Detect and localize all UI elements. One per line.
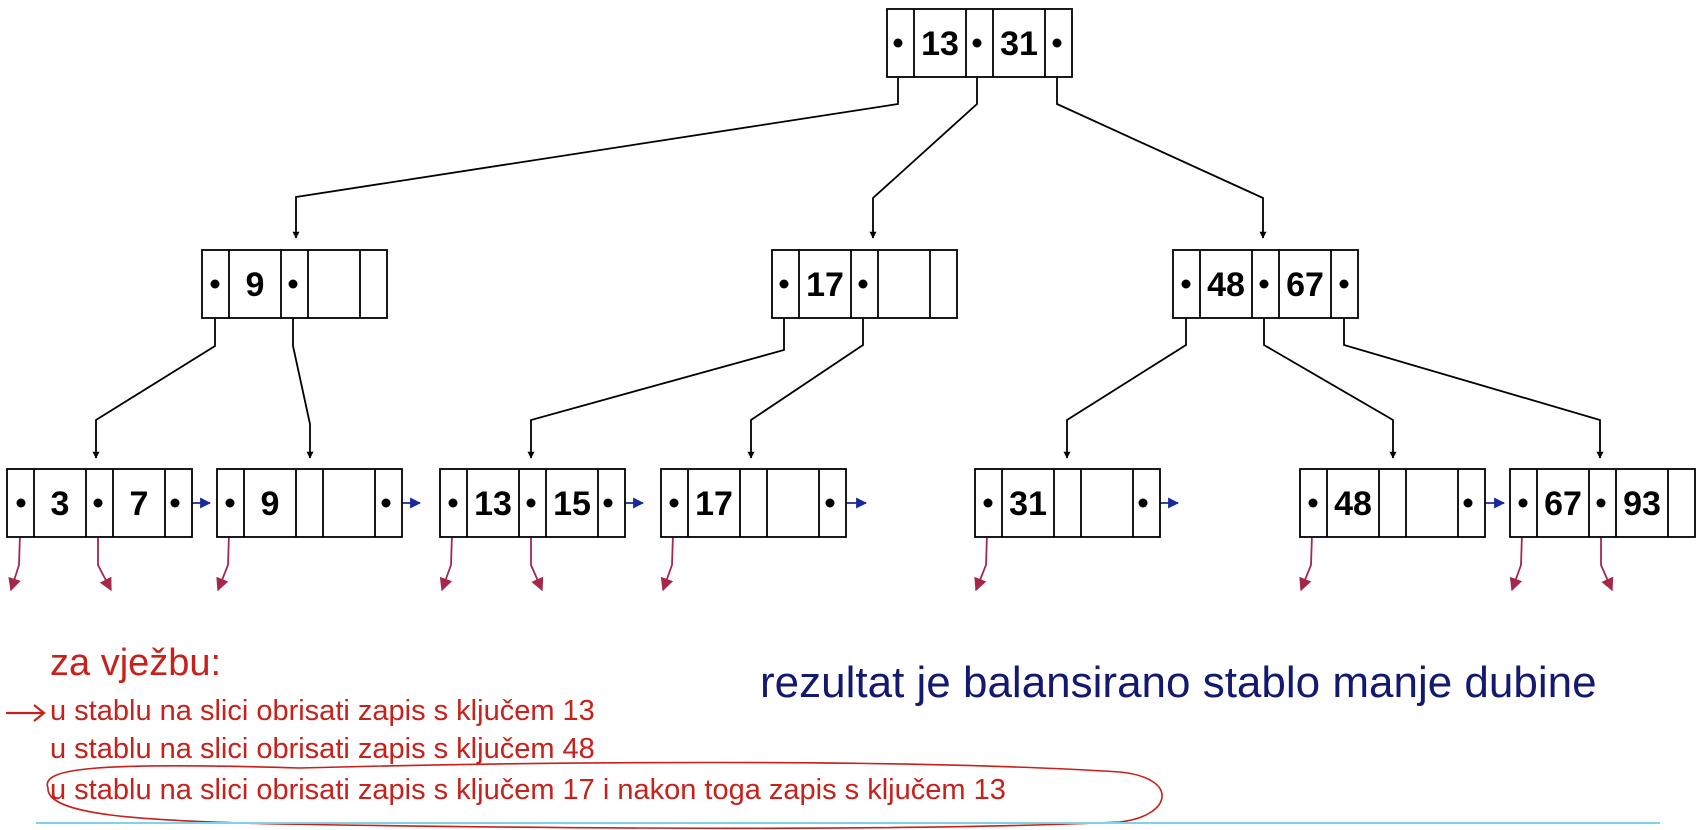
edge-root-inner-3: [1056, 78, 1267, 239]
node-box: [660, 468, 847, 538]
edge-root-inner-1: [292, 78, 899, 239]
node-key: 13: [474, 485, 512, 523]
node-key: 13: [921, 25, 959, 63]
pointer-dot: [983, 498, 993, 508]
node-key: 48: [1334, 485, 1372, 523]
pointer-dot: [210, 279, 220, 289]
node-key: 31: [1000, 25, 1038, 63]
pointer-dot: [93, 498, 103, 508]
leaf-node-1: 3 7: [6, 468, 193, 538]
node-key: 67: [1286, 266, 1324, 304]
leaf-node-4: 17: [660, 468, 847, 538]
pointer-dot: [1339, 279, 1349, 289]
pointer-dot: [526, 498, 536, 508]
pointer-dot: [603, 498, 613, 508]
pointer-dot: [779, 279, 789, 289]
edge-inner3-leaf7: [1343, 318, 1604, 459]
edge-inner2-leaf3: [527, 318, 785, 459]
node-key: 17: [806, 266, 844, 304]
exercise-task-1: u stablu na slici obrisati zapis s ključ…: [50, 695, 595, 727]
pointer-dot: [1518, 498, 1528, 508]
node-box: [1299, 468, 1486, 538]
inner-node-1: 9: [201, 249, 388, 319]
inner-node-2: 17: [771, 249, 958, 319]
edge-inner3-leaf5: [1063, 318, 1187, 459]
pointer-dot: [170, 498, 180, 508]
edge-root-inner-2: [869, 78, 978, 239]
pointer-dot: [972, 38, 982, 48]
leaf-node-2: 9: [216, 468, 403, 538]
node-key: 15: [553, 485, 591, 523]
node-key: 48: [1207, 266, 1245, 304]
node-key: 3: [51, 485, 70, 523]
edge-inner2-leaf4: [747, 318, 864, 459]
node-key: 31: [1009, 485, 1047, 523]
leaf-node-5: 31: [974, 468, 1161, 538]
bottom-divider: [36, 822, 1660, 824]
tree-edges: [92, 78, 1604, 459]
edge-inner1-leaf2: [292, 318, 314, 459]
leaf-node-7: 67 93: [1509, 468, 1696, 538]
pointer-dot: [288, 279, 298, 289]
result-statement: rezultat je balansirano stablo manje dub…: [760, 658, 1597, 707]
pointer-dot: [669, 498, 679, 508]
node-key: 67: [1544, 485, 1582, 523]
pointer-dot: [1308, 498, 1318, 508]
edge-inner3-leaf6: [1263, 318, 1397, 459]
node-key: 9: [261, 485, 280, 523]
pointer-dot: [1138, 498, 1148, 508]
edge-inner1-leaf1: [92, 318, 216, 459]
node-box: [216, 468, 403, 538]
pointer-dot: [1052, 38, 1062, 48]
pointer-dot: [1259, 279, 1269, 289]
pointer-dot: [1463, 498, 1473, 508]
node-key: 7: [130, 485, 149, 523]
pointer-dot: [1181, 279, 1191, 289]
node-box: [974, 468, 1161, 538]
exercise-task-3: u stablu na slici obrisati zapis s ključ…: [50, 774, 1006, 806]
exercise-task-2: u stablu na slici obrisati zapis s ključ…: [50, 733, 595, 765]
arrow-right-icon: [6, 704, 46, 722]
node-key: 93: [1623, 485, 1661, 523]
leaf-node-6: 48: [1299, 468, 1486, 538]
pointer-dot: [225, 498, 235, 508]
pointer-dot: [1596, 498, 1606, 508]
inner-node-3: 48 67: [1172, 249, 1359, 319]
root-node: 13 31: [886, 8, 1073, 78]
node-key: 9: [246, 266, 265, 304]
exercise-title: za vježbu:: [50, 642, 222, 684]
pointer-dot: [381, 498, 391, 508]
pointer-dot: [858, 279, 868, 289]
leaf-node-3: 13 15: [439, 468, 626, 538]
highlight-circle: [46, 761, 1163, 830]
pointer-dot: [448, 498, 458, 508]
node-key: 17: [695, 485, 733, 523]
pointer-dot: [893, 38, 903, 48]
pointer-dot: [825, 498, 835, 508]
pointer-dot: [16, 498, 26, 508]
